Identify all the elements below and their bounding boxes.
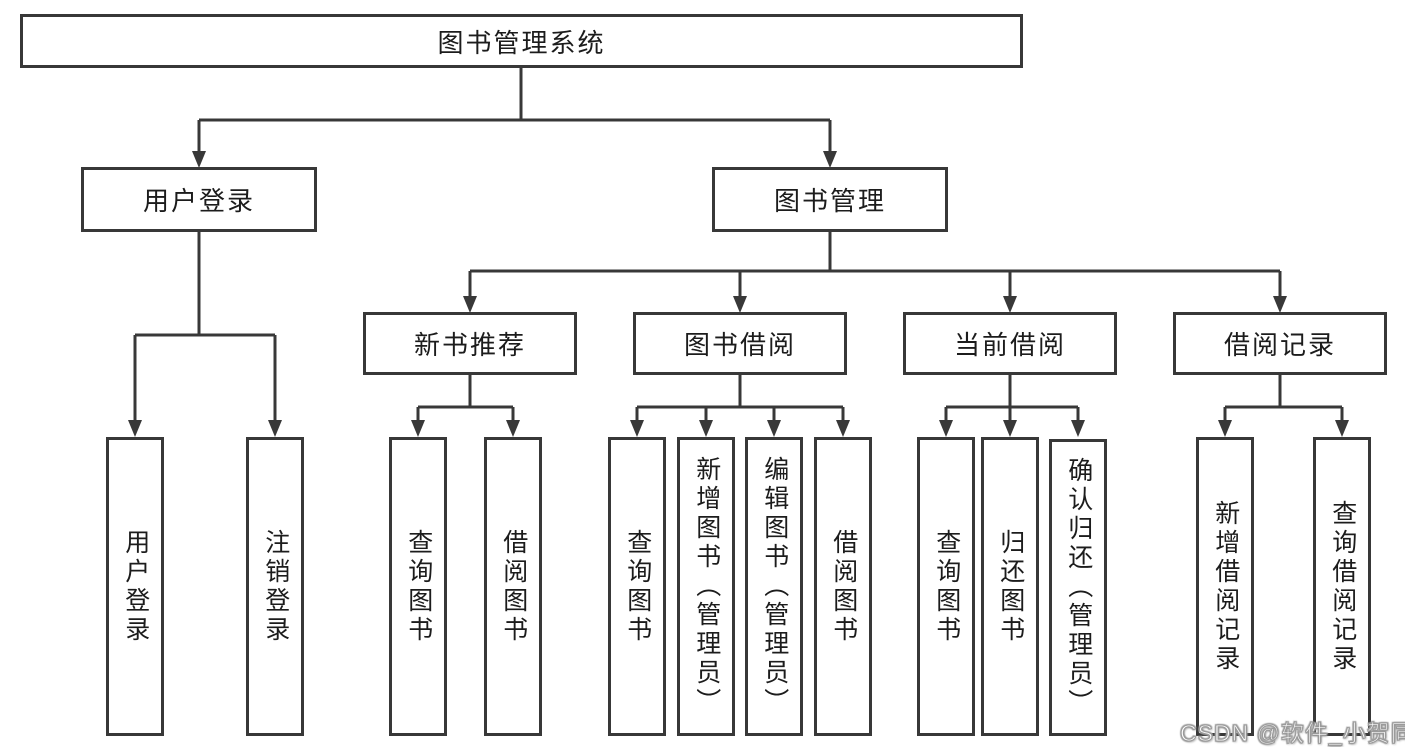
node-current-borrow: 当前借阅 (903, 312, 1117, 375)
leaf-borrow-query: 查询图书 (608, 437, 666, 736)
leaf-current-return: 归还图书 (981, 437, 1039, 736)
node-new-books: 新书推荐 (363, 312, 577, 375)
leaf-current-return-label: 归还图书 (996, 528, 1025, 645)
leaf-borrow-borrow-label: 借阅图书 (829, 528, 858, 645)
node-current-borrow-label: 当前借阅 (953, 330, 1066, 360)
node-user-login-label: 用户登录 (142, 186, 255, 216)
leaf-borrow-query-label: 查询图书 (623, 528, 652, 645)
leaf-logout: 注销登录 (246, 437, 304, 736)
node-book-mgmt-label: 图书管理 (773, 186, 886, 216)
node-new-books-label: 新书推荐 (413, 330, 526, 360)
leaf-borrow-add-admin: 新增图书（管理员） (677, 437, 735, 736)
node-book-mgmt: 图书管理 (712, 167, 948, 232)
leaf-records-add: 新增借阅记录 (1196, 437, 1254, 736)
leaf-user-login-label: 用户登录 (121, 528, 150, 645)
node-root-label: 图书管理系统 (437, 27, 606, 58)
leaf-user-login: 用户登录 (106, 437, 164, 736)
node-borrow-records-label: 借阅记录 (1223, 330, 1336, 360)
leaf-newbooks-borrow-label: 借阅图书 (499, 528, 528, 645)
leaf-logout-label: 注销登录 (261, 528, 290, 645)
node-borrow-records: 借阅记录 (1173, 312, 1387, 375)
node-book-borrow-label: 图书借阅 (683, 330, 796, 360)
leaf-borrow-add-admin-label: 新增图书（管理员） (692, 456, 721, 717)
leaf-current-confirm-admin: 确认归还（管理员） (1049, 439, 1107, 736)
node-user-login: 用户登录 (81, 167, 317, 232)
leaf-newbooks-borrow: 借阅图书 (484, 437, 542, 736)
node-book-borrow: 图书借阅 (633, 312, 847, 375)
node-root: 图书管理系统 (20, 14, 1023, 68)
leaf-records-query-label: 查询借阅记录 (1328, 499, 1357, 674)
leaf-newbooks-query: 查询图书 (389, 437, 447, 736)
leaf-newbooks-query-label: 查询图书 (404, 528, 433, 645)
leaf-current-confirm-admin-label: 确认归还（管理员） (1064, 457, 1093, 718)
leaf-records-query: 查询借阅记录 (1313, 437, 1371, 736)
leaf-current-query-label: 查询图书 (932, 528, 961, 645)
leaf-records-add-label: 新增借阅记录 (1211, 499, 1240, 674)
csdn-watermark: CSDN @软件_小贺同学 (1180, 720, 1405, 747)
leaf-borrow-edit-admin-label: 编辑图书（管理员） (760, 456, 789, 717)
leaf-borrow-edit-admin: 编辑图书（管理员） (745, 437, 803, 736)
arrowheads (128, 151, 1349, 437)
leaf-borrow-borrow: 借阅图书 (814, 437, 872, 736)
leaf-current-query: 查询图书 (917, 437, 975, 736)
